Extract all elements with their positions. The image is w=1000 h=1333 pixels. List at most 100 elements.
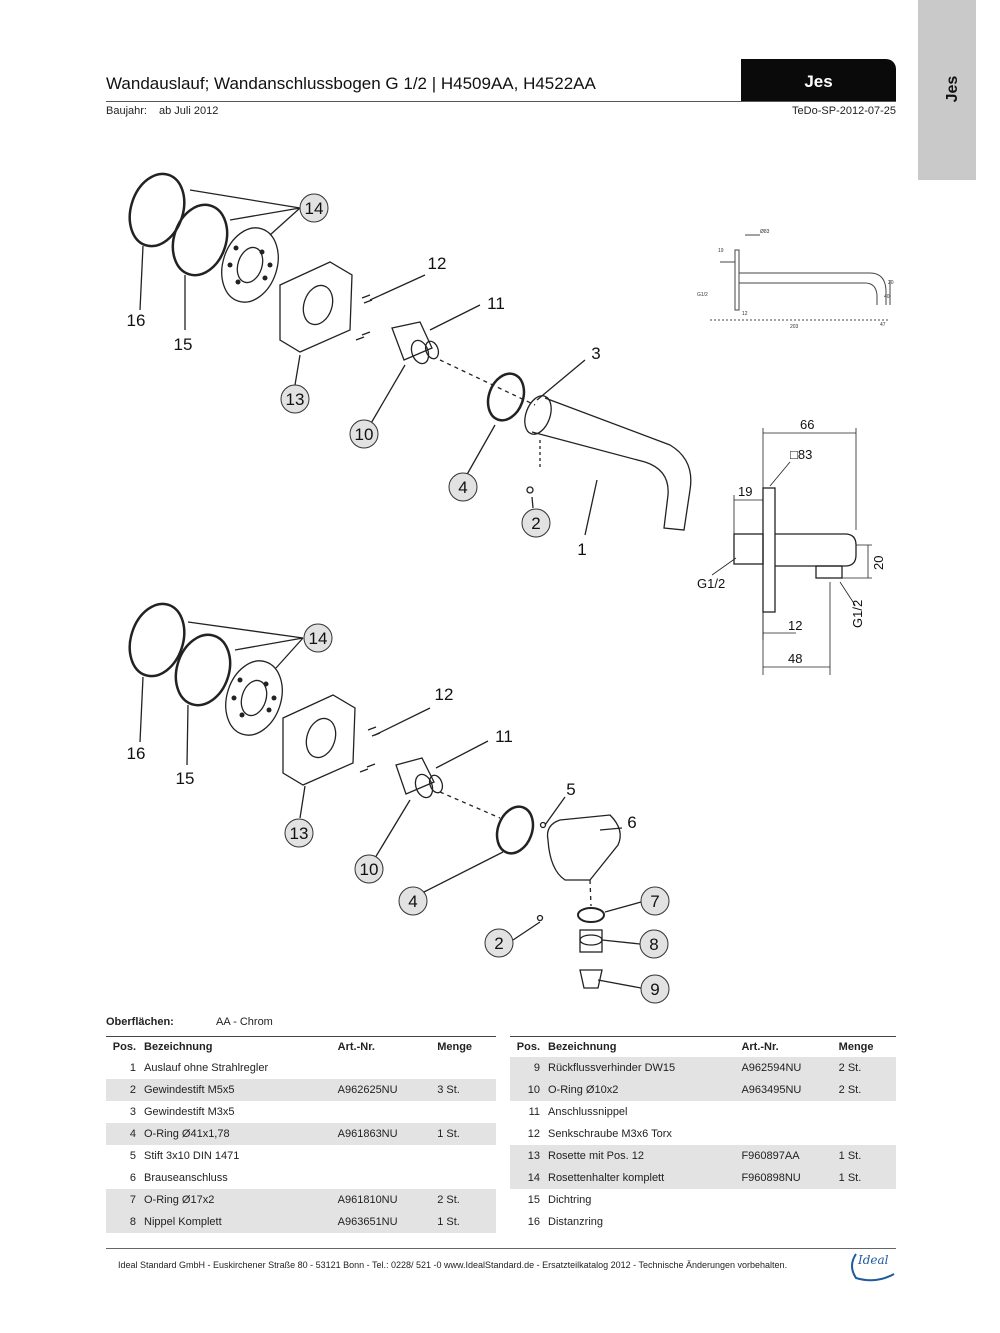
baujahr-info: Baujahr:ab Juli 2012	[106, 105, 218, 117]
cell-art	[334, 1145, 434, 1167]
svg-text:14: 14	[309, 629, 328, 648]
table-row: 1 Auslauf ohne Strahlregler	[106, 1057, 496, 1079]
svg-text:203: 203	[790, 324, 799, 330]
cell-art: A963495NU	[737, 1079, 835, 1101]
section-side-tab: Jes	[918, 0, 976, 180]
rosette-holder	[221, 227, 279, 303]
top-assembly	[128, 172, 692, 536]
cell-pos: 12	[527, 1128, 540, 1140]
cell-qty	[433, 1057, 496, 1079]
cell-qty	[433, 1145, 496, 1167]
cell-qty	[835, 1189, 896, 1211]
cell-art	[334, 1057, 434, 1079]
cell-name: O-Ring Ø10x2	[544, 1079, 738, 1101]
cell-qty	[835, 1211, 896, 1233]
cell-pos: 1	[129, 1062, 136, 1074]
elbow-dimension-labels: 66 □83 19 20 G1/2 12 48 G1/2	[697, 417, 886, 666]
cell-pos: 13	[510, 1145, 544, 1167]
cell-pos: 15	[527, 1194, 540, 1206]
cell-qty: 1 St.	[834, 1145, 896, 1167]
cell-qty	[835, 1101, 896, 1123]
svg-text:G1/2: G1/2	[850, 600, 865, 628]
svg-text:20: 20	[871, 556, 886, 570]
cell-pos: 5	[129, 1150, 136, 1162]
svg-text:G1/2: G1/2	[697, 576, 725, 591]
svg-text:10: 10	[360, 860, 379, 879]
connection-nipple-11-b	[395, 757, 435, 795]
connection-nipple-11	[391, 321, 433, 361]
svg-text:19: 19	[718, 248, 724, 254]
cell-name: Gewindestift M3x5	[144, 1106, 235, 1118]
cell-name: Dichtring	[548, 1194, 592, 1206]
svg-text:2: 2	[494, 934, 503, 953]
rosette-13-b	[282, 694, 356, 786]
cell-pos: 14	[510, 1167, 544, 1189]
footer-text: Ideal Standard GmbH - Euskirchener Straß…	[118, 1260, 788, 1270]
cell-pos: 4	[106, 1123, 140, 1145]
rosette-13	[279, 261, 353, 353]
cell-name: Rosettenhalter komplett	[544, 1167, 738, 1189]
cell-pos: 3	[129, 1106, 136, 1118]
svg-text:6: 6	[627, 813, 636, 832]
svg-text:8: 8	[649, 935, 658, 954]
cell-qty: 3 St.	[433, 1079, 496, 1101]
baujahr-label: Baujahr:	[106, 105, 147, 117]
cell-name: Auslauf ohne Strahlregler	[144, 1062, 269, 1074]
seal-ring-15-b	[174, 633, 232, 707]
cell-name: Senkschraube M3x6 Torx	[548, 1128, 672, 1140]
svg-text:G1/2: G1/2	[697, 292, 708, 298]
svg-text:9: 9	[650, 980, 659, 999]
svg-text:48: 48	[788, 651, 802, 666]
parts-table-header: Pos. Bezeichnung Art.-Nr. Menge	[106, 1036, 496, 1057]
cell-art: F960897AA	[737, 1145, 835, 1167]
table-row: 12 Senkschraube M3x6 Torx	[510, 1123, 896, 1145]
svg-text:16: 16	[127, 744, 146, 763]
cell-pos: 16	[527, 1216, 540, 1228]
svg-text:13: 13	[286, 390, 305, 409]
cell-art	[737, 1101, 834, 1123]
spout-dimension-sketch	[710, 234, 891, 321]
svg-text:19: 19	[738, 484, 752, 499]
cell-art: A962594NU	[737, 1057, 835, 1079]
svg-text:20: 20	[888, 280, 894, 286]
seal-ring-15	[171, 203, 229, 277]
svg-text:12: 12	[435, 685, 454, 704]
col-qty: Menge	[834, 1036, 896, 1057]
svg-text:7: 7	[650, 892, 659, 911]
col-art: Art.-Nr.	[333, 1036, 434, 1057]
surfaces-info: Oberflächen:AA - Chrom	[106, 1016, 273, 1028]
col-pos: Pos.	[106, 1036, 140, 1057]
col-name: Bezeichnung	[140, 1036, 334, 1057]
svg-text:12: 12	[788, 618, 802, 633]
cell-art: A962625NU	[333, 1079, 434, 1101]
svg-text:13: 13	[290, 824, 309, 843]
svg-text:15: 15	[176, 769, 195, 788]
rosette-holder-b	[225, 660, 283, 736]
cell-name: O-Ring Ø17x2	[140, 1189, 334, 1211]
cell-name: O-Ring Ø41x1,78	[140, 1123, 334, 1145]
cell-qty: 2 St.	[834, 1079, 896, 1101]
doc-code: TeDo-SP-2012-07-25	[792, 105, 896, 117]
svg-text:47: 47	[880, 322, 886, 328]
shower-connection-6	[546, 814, 621, 881]
svg-text:12: 12	[428, 254, 447, 273]
cell-name: Nippel Komplett	[140, 1211, 334, 1233]
cell-art	[737, 1211, 834, 1233]
ideal-standard-logo: Ideal	[846, 1250, 898, 1282]
distance-ring-16-b	[128, 602, 186, 678]
table-row: 3 Gewindestift M3x5	[106, 1101, 496, 1123]
cell-pos: 11	[528, 1106, 540, 1118]
svg-text:66: 66	[800, 417, 814, 432]
svg-text:11: 11	[495, 727, 513, 746]
cell-name: Rückflussverhinder DW15	[544, 1057, 738, 1079]
